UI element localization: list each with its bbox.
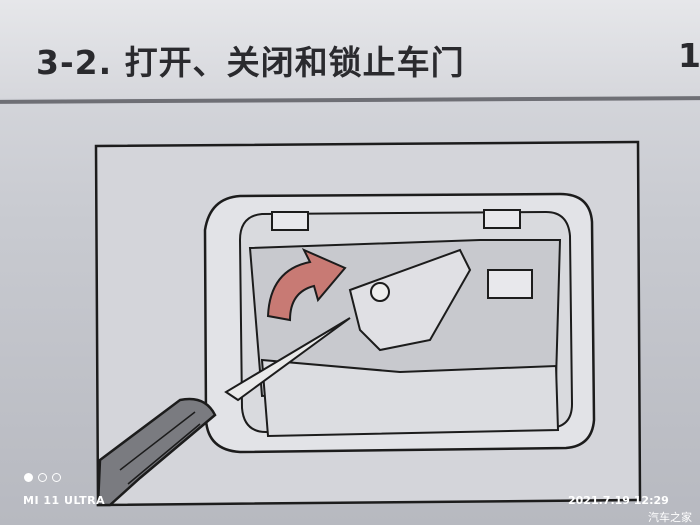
page-number: 1	[678, 36, 700, 75]
rotate-arrow-icon	[266, 247, 347, 322]
tab-top-left	[271, 211, 309, 231]
indicator-dot	[52, 473, 61, 482]
timestamp: 2021.7.19 12:29	[568, 494, 669, 507]
tab-top-right	[483, 209, 521, 229]
device-label: MI 11 ULTRA	[23, 494, 106, 507]
camera-mode-indicator	[24, 473, 61, 482]
page-header: 3-2. 打开、关闭和锁止车门 1	[0, 0, 700, 98]
screw-icon	[370, 282, 390, 302]
section-title: 3-2. 打开、关闭和锁止车门	[36, 43, 465, 82]
screwdriver-shaft	[224, 317, 351, 402]
watermark: 汽车之家	[648, 511, 692, 524]
indicator-dot	[38, 473, 47, 482]
screwdriver-handle	[96, 397, 217, 507]
latch-lever	[348, 248, 472, 352]
tab-right	[487, 269, 533, 299]
lower-panel	[260, 358, 560, 438]
indicator-dot-active	[24, 473, 33, 482]
